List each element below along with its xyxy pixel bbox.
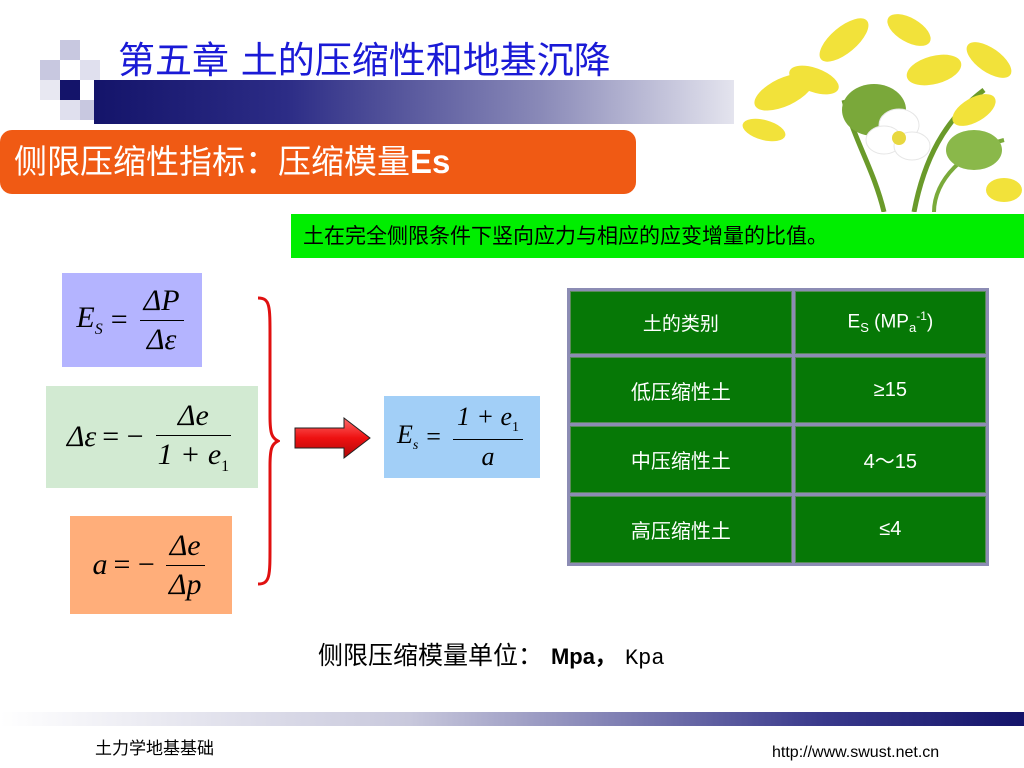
formula-strain: Δε = − Δe 1 + e1 xyxy=(46,386,258,488)
footer-course-name: 土力学地基基础 xyxy=(95,739,214,759)
page-title: 第五章 土的压缩性和地基沉降 xyxy=(118,39,611,82)
formula-fraction: Δe 1 + e1 xyxy=(155,398,231,475)
table-header-cell: ES (MPa-1) xyxy=(794,291,986,354)
formula-modulus: ES = ΔP Δε xyxy=(62,273,202,367)
table-cell: 低压缩性土 xyxy=(570,356,792,424)
formula-equals: = xyxy=(110,303,128,336)
footer-bar xyxy=(0,712,1024,726)
table-header-row: 土的类别 ES (MPa-1) xyxy=(570,291,986,354)
soil-classification-table: 土的类别 ES (MPa-1) 低压缩性土 ≥15 中压缩性土 4～15 高压缩… xyxy=(567,288,989,566)
table-cell: 高压缩性土 xyxy=(570,496,792,563)
formula-lhs: Δε xyxy=(66,420,97,453)
table-header-cell: 土的类别 xyxy=(570,291,792,354)
formula-lhs: ES xyxy=(76,301,103,338)
formula-fraction: 1 + e1 a xyxy=(452,402,524,471)
formula-compression-coefficient: a = − Δe Δp xyxy=(70,516,232,614)
definition-text: 土在完全侧限条件下竖向应力与相应的应变增量的比值。 xyxy=(291,214,1024,258)
table-row: 中压缩性土 4～15 xyxy=(570,426,986,494)
formula-equals: = − xyxy=(102,420,144,453)
formula-equals: = − xyxy=(113,548,155,581)
unit-label: 侧限压缩模量单位： xyxy=(318,641,544,670)
table-row: 低压缩性土 ≥15 xyxy=(570,356,986,424)
table-cell: ≥15 xyxy=(794,356,986,424)
formula-lhs: Es xyxy=(396,419,419,454)
formula-fraction: Δe Δp xyxy=(165,529,206,602)
unit-kpa: Kpa xyxy=(624,646,665,671)
unit-mpa: Mpa， xyxy=(550,644,617,669)
subtitle-box: 侧限压缩性指标：压缩模量Es xyxy=(0,130,636,194)
formula-modulus-result: Es = 1 + e1 a xyxy=(384,396,540,478)
subtitle-es: Es xyxy=(410,143,451,180)
table-row: 高压缩性土 ≤4 xyxy=(570,496,986,563)
flower-image xyxy=(734,0,1024,212)
red-arrow xyxy=(294,416,371,460)
table-cell: 中压缩性土 xyxy=(570,426,792,494)
formula-fraction: ΔP Δε xyxy=(139,284,184,357)
unit-line: 侧限压缩模量单位： Mpa， Kpa xyxy=(318,636,665,672)
subtitle-text: 侧限压缩性指标：压缩模量 xyxy=(14,142,410,181)
table-cell: ≤4 xyxy=(794,496,986,563)
title-bar xyxy=(94,80,734,124)
red-brace xyxy=(257,296,280,586)
footer-url[interactable]: http://www.swust.net.cn xyxy=(772,744,940,761)
formula-equals: = xyxy=(426,422,441,451)
table-cell: 4～15 xyxy=(794,426,986,494)
formula-lhs: a xyxy=(92,548,108,581)
